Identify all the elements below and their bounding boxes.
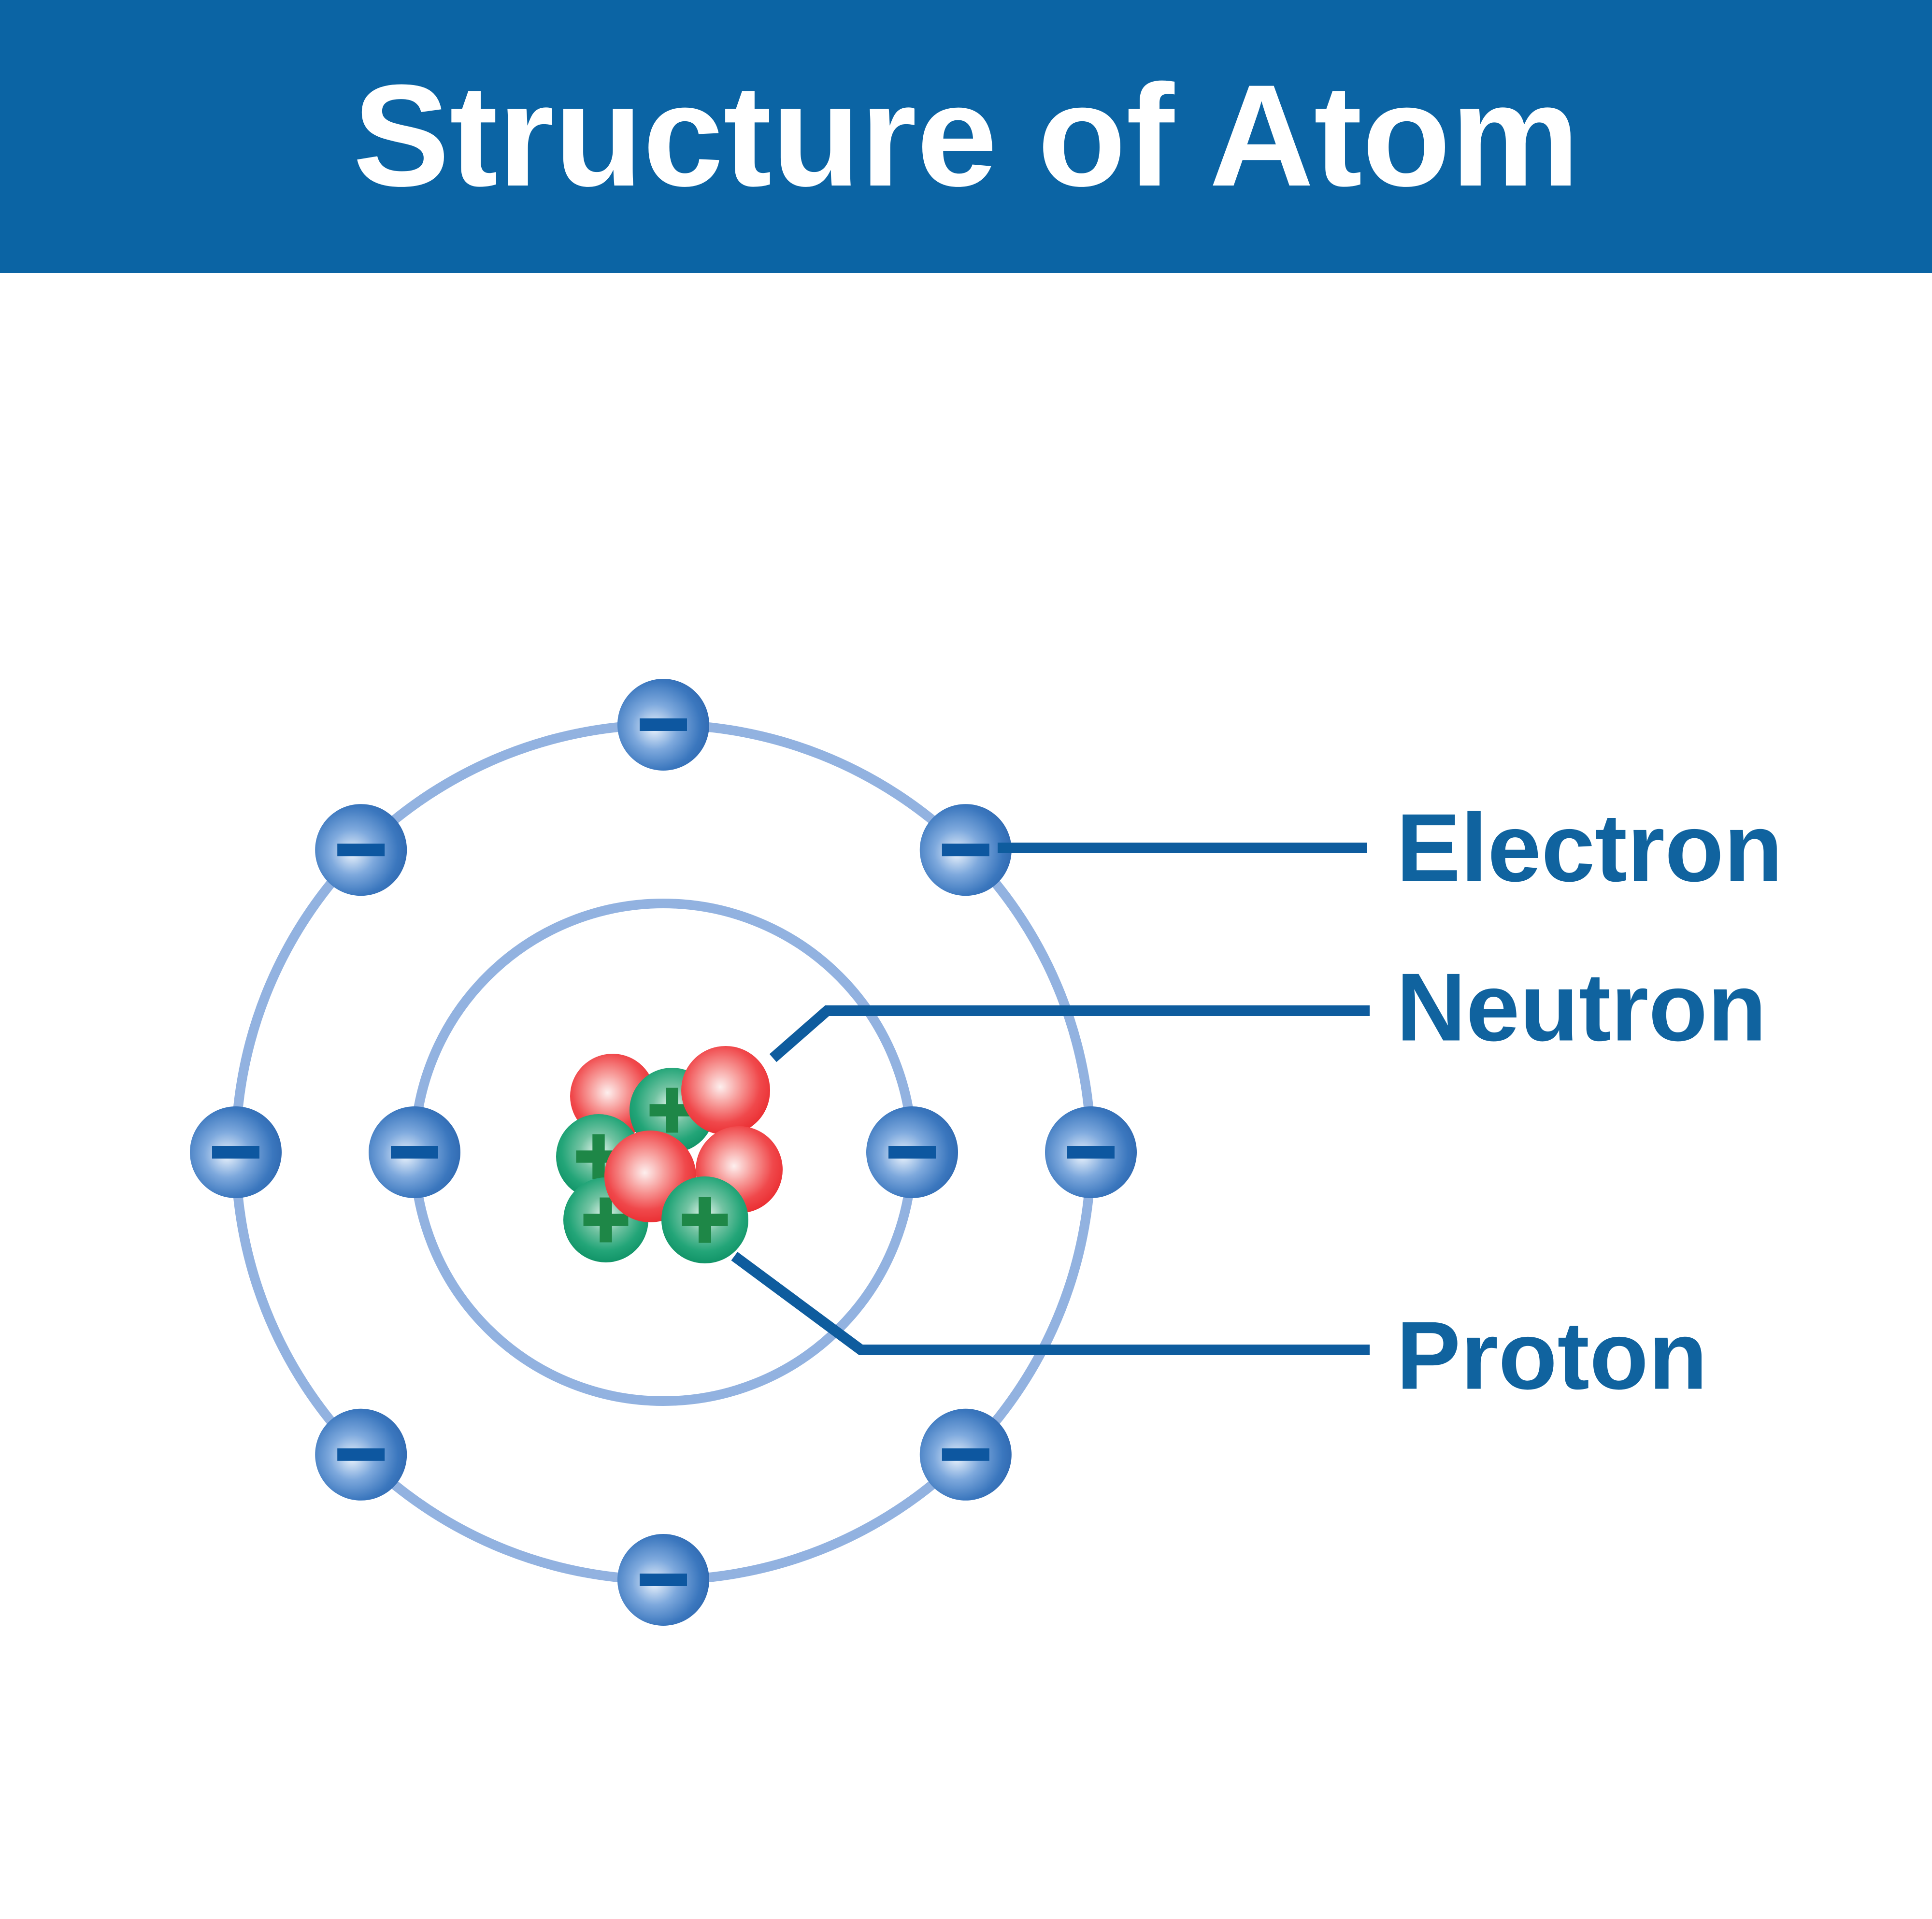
plus-icon xyxy=(592,1134,605,1179)
minus-icon xyxy=(337,844,385,857)
electron xyxy=(617,1534,709,1626)
electron xyxy=(315,1408,407,1501)
minus-icon xyxy=(942,1448,989,1461)
leader-lines xyxy=(731,843,1370,1355)
proton-label: Proton xyxy=(1396,1302,1707,1410)
minus-icon xyxy=(212,1146,259,1159)
electron xyxy=(866,1106,958,1198)
minus-icon xyxy=(337,1448,385,1461)
neutron xyxy=(681,1046,770,1135)
minus-icon xyxy=(391,1146,438,1159)
labels: Electron Neutron Proton xyxy=(1396,794,1783,1410)
plus-icon xyxy=(600,1197,612,1243)
neutron-label: Neutron xyxy=(1396,954,1767,1061)
proton xyxy=(661,1176,748,1263)
nucleus xyxy=(556,1046,783,1263)
neutron-leader-line xyxy=(769,1005,1370,1062)
minus-icon xyxy=(888,1146,936,1159)
electron-label: Electron xyxy=(1396,794,1783,902)
plus-icon xyxy=(699,1197,711,1243)
minus-icon xyxy=(942,844,989,857)
electrons xyxy=(190,679,1137,1626)
electron xyxy=(919,1408,1012,1501)
plus-icon xyxy=(666,1088,678,1133)
electron xyxy=(369,1106,460,1198)
electron xyxy=(315,804,407,896)
electron xyxy=(617,679,709,771)
electron xyxy=(919,804,1012,896)
minus-icon xyxy=(640,1574,687,1586)
neutron-sphere xyxy=(681,1046,770,1135)
electron xyxy=(190,1106,282,1198)
minus-icon xyxy=(1067,1146,1115,1159)
page-title: Structure of Atom xyxy=(353,54,1580,216)
minus-icon xyxy=(640,718,687,731)
proton-leader-line xyxy=(731,1252,1370,1355)
electron xyxy=(1045,1106,1137,1198)
title-banner xyxy=(0,0,1932,273)
